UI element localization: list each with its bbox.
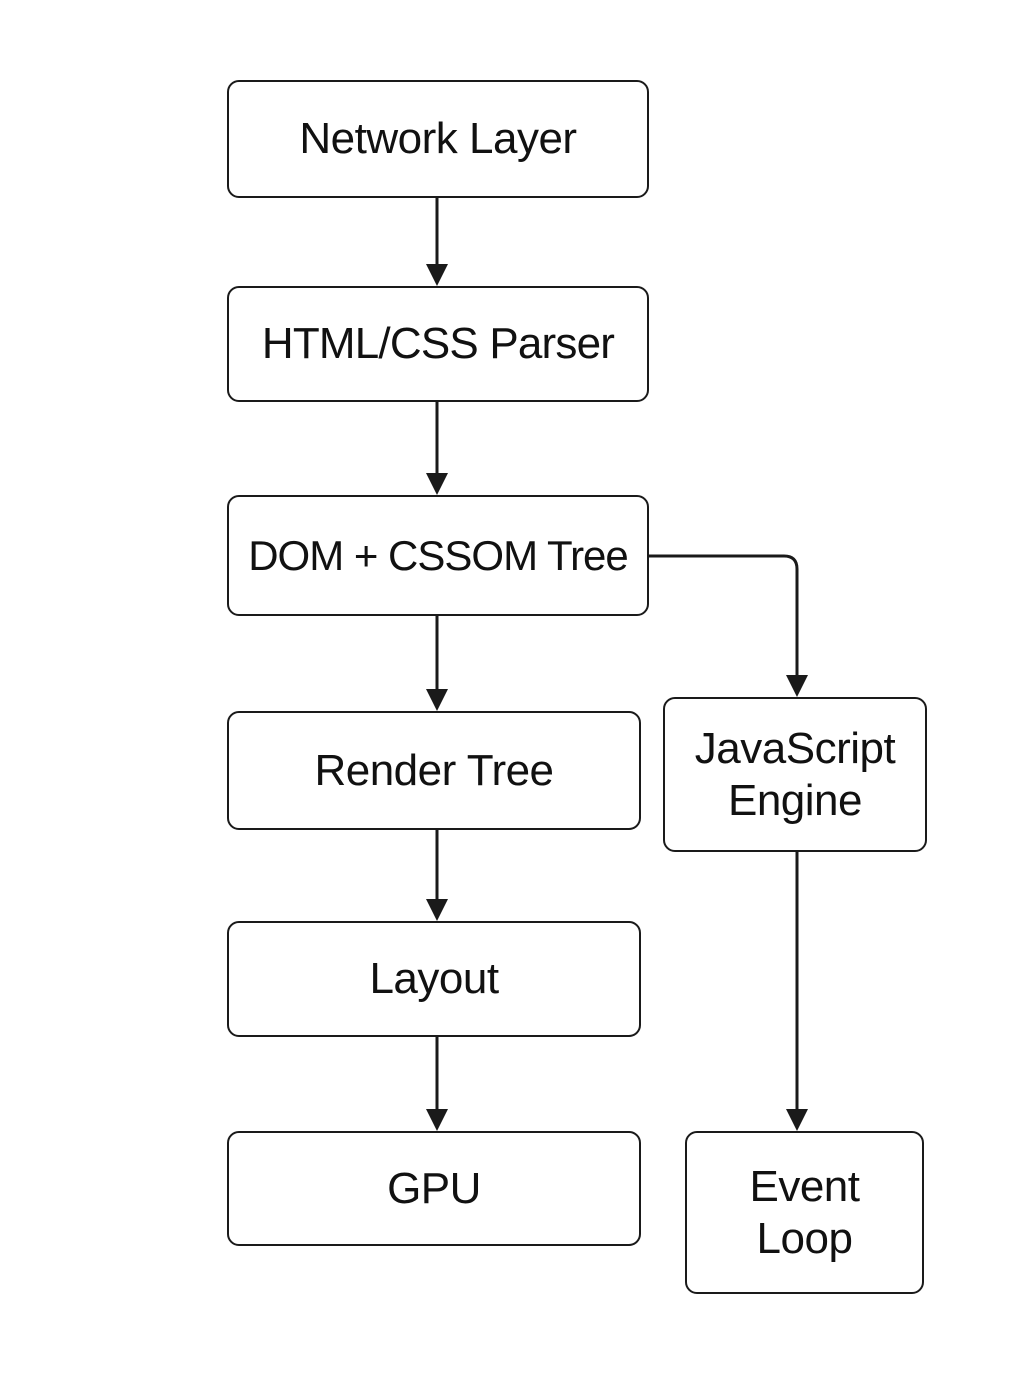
arrowhead-js — [786, 675, 808, 697]
node-javascript-engine-label: JavaScript Engine — [694, 723, 896, 825]
node-gpu-label: GPU — [387, 1163, 481, 1213]
node-dom-cssom-tree-label: DOM + CSSOM Tree — [248, 531, 629, 579]
node-event-loop-label: Event Loop — [749, 1161, 860, 1263]
node-network-layer: Network Layer — [227, 80, 649, 198]
arrowhead-render — [426, 689, 448, 711]
node-layout: Layout — [227, 921, 641, 1037]
node-gpu: GPU — [227, 1131, 641, 1246]
arrowhead-gpu — [426, 1109, 448, 1131]
node-network-layer-label: Network Layer — [299, 114, 577, 163]
edge-dom-to-js — [649, 554, 799, 677]
arrowhead-layout — [426, 899, 448, 921]
node-dom-cssom-tree: DOM + CSSOM Tree — [227, 495, 649, 616]
node-layout-label: Layout — [369, 954, 499, 1003]
node-html-css-parser-label: HTML/CSS Parser — [261, 319, 615, 368]
arrowhead-dom — [426, 473, 448, 495]
node-render-tree-label: Render Tree — [314, 745, 554, 795]
node-render-tree: Render Tree — [227, 711, 641, 830]
arrowhead-event — [786, 1109, 808, 1131]
node-html-css-parser: HTML/CSS Parser — [227, 286, 649, 402]
arrowhead-parser — [426, 264, 448, 286]
node-javascript-engine: JavaScript Engine — [663, 697, 927, 852]
node-event-loop: Event Loop — [685, 1131, 924, 1294]
